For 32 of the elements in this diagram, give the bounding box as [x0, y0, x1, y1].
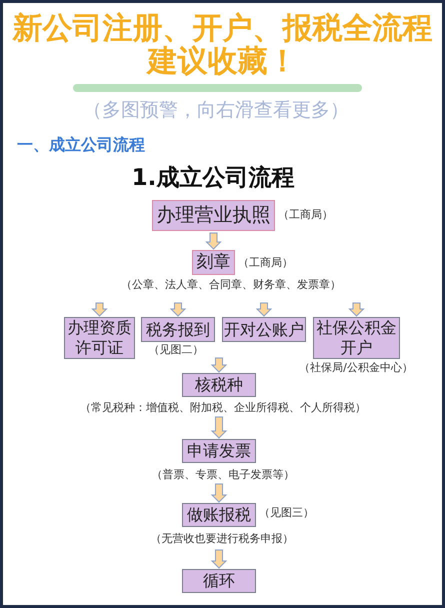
process-box: 社保公积金开户 — [313, 317, 400, 359]
note-text: （无营收也要进行税务申报） — [150, 532, 294, 546]
down-arrow — [256, 302, 272, 317]
note-text: （公章、法人章、合同章、财务章、发票章） — [121, 278, 341, 292]
down-arrow — [91, 302, 108, 317]
note-text: （工商局） — [278, 208, 333, 222]
process-box: 办理营业执照 — [152, 200, 275, 231]
note-text: （常见税种：增值税、附加税、企业所得税、个人所得税） — [80, 401, 366, 415]
note-text: （社保局/公积金中心） — [299, 361, 413, 375]
down-arrow — [210, 358, 228, 373]
process-box: 办理资质许可证 — [64, 317, 135, 359]
process-box: 开对公账户 — [222, 317, 306, 342]
process-box: 做账报税 — [182, 503, 256, 527]
process-box: 税务报到 — [141, 317, 215, 342]
down-arrow — [210, 484, 228, 503]
process-box: 刻章 — [192, 250, 235, 275]
down-arrow — [210, 416, 228, 439]
down-arrow — [205, 232, 222, 250]
diagram-heading: 1.成立公司流程 — [132, 165, 294, 192]
section-heading: 一、成立公司流程 — [17, 135, 145, 155]
subtitle: （多图预警，向右滑查看更多） — [83, 99, 349, 121]
note-text: （工商局） — [238, 256, 293, 270]
process-box: 核税种 — [182, 373, 256, 397]
note-text: （见图二） — [148, 343, 204, 357]
process-box: 循环 — [182, 569, 256, 593]
title: 新公司注册、开户、报税全流程建议收藏！ — [11, 12, 434, 78]
down-arrow — [348, 302, 365, 317]
down-arrow — [170, 302, 186, 317]
note-text: （普票、专票、电子发票等） — [152, 468, 294, 482]
process-box: 申请发票 — [182, 439, 256, 463]
down-arrow — [210, 550, 228, 569]
note-text: （见图三） — [259, 506, 314, 520]
